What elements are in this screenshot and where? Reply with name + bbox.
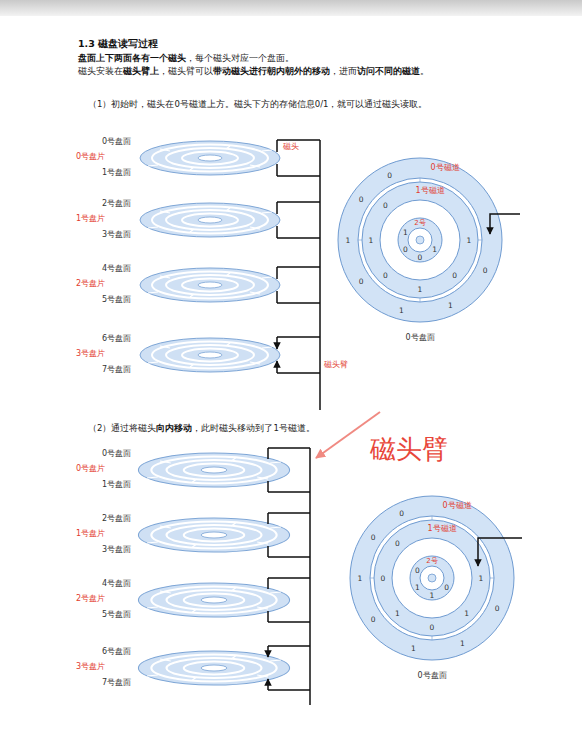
bit-value: 0 [381,574,386,583]
platter-label: 3号盘片 [76,349,105,359]
platter-label: 0号盘片 [76,464,105,474]
track-label: 0号磁道 [430,163,459,173]
track-label: 2号 [414,219,425,227]
bit-value: 0 [359,277,364,286]
bit-value: 1 [415,582,420,591]
bit-value: 0 [399,508,404,517]
platter-label: 1号盘片 [76,529,105,539]
bold-run: 向内移动 [156,423,192,433]
platter-label: 3号盘片 [76,662,105,672]
surface-label: 7号盘面 [102,678,131,688]
bit-value: 0 [383,201,388,210]
surface-label: 5号盘面 [102,610,131,620]
text-line: 磁头安装在磁头臂上，磁头臂可以带动磁头进行朝内朝外的移动，进而访问不同的磁道。 [78,66,429,76]
surface-label: 3号盘面 [102,230,131,240]
bold-run: 带动磁头进行朝内朝外的移动 [213,66,330,76]
platter-label: 1号盘片 [76,214,105,224]
bit-value: 0 [387,170,392,179]
text-line: （2）通过将磁头向内移动，此时磁头移动到了1号磁道。 [88,423,315,433]
bit-value: 1 [358,574,363,583]
bit-value: 0 [415,565,420,574]
surface-label: 5号盘面 [102,295,131,305]
bit-value: 1 [418,285,423,294]
bit-value: 1 [346,236,351,245]
bit-value: 1 [448,301,453,310]
bit-value: 0 [371,615,376,624]
surface-label: 7号盘面 [102,365,131,375]
bit-value: 1 [399,305,404,314]
bit-value: 1 [369,236,374,245]
bit-value: 1 [467,236,472,245]
track-label: 2号 [426,557,437,565]
top-band [0,0,582,16]
text-run: 磁头安装在 [78,66,123,76]
bit-value: 1 [432,244,437,253]
bit-value: 0 [383,270,388,279]
bit-value: 0 [483,266,488,275]
track-label: 0号磁道 [442,501,471,511]
text-run: ，磁头臂可以 [159,66,213,76]
disk-caption: 0号盘面 [417,671,446,681]
text-run: 。 [420,66,429,76]
head-label: 磁头 [283,142,299,152]
surface-label: 6号盘面 [102,334,131,344]
text-line: 盘面上下两面各有一个磁头，每个磁头对应一个盘面。 [78,53,294,63]
bit-value: 0 [359,194,364,203]
bit-value: 0 [430,623,435,632]
surface-label: 3号盘面 [102,545,131,555]
surface-label: 2号盘面 [102,199,131,209]
disk-caption: 0号盘面 [405,333,434,343]
bit-value: 0 [395,539,400,548]
step-text: （1）初始时，磁头在0号磁道上方。磁头下方的存储信息0/1，就可以通过磁头读取。 [88,99,428,109]
bit-value: 0 [403,244,408,253]
arm-label: 磁头臂 [324,360,348,370]
platter-label: 0号盘片 [76,152,105,162]
bit-value: 1 [460,639,465,648]
bit-value: 1 [395,608,400,617]
text-run: ，此时磁头移动到了1号磁道。 [192,423,314,433]
track-label: 1号磁道 [415,186,444,196]
surface-label: 0号盘面 [102,449,131,459]
track-label: 1号磁道 [427,524,456,534]
surface-label: 4号盘面 [102,579,131,589]
bold-run: 磁头臂上 [123,66,159,76]
platter-label: 2号盘片 [76,279,105,289]
page-title: 1.3 磁盘读写过程 [78,38,158,49]
bit-value: 1 [430,591,435,600]
surface-label: 6号盘面 [102,647,131,657]
text-run: ，每个磁头对应一个盘面。 [186,53,294,63]
bold-run: 访问不同的磁道 [357,66,420,76]
bit-value: 0 [418,253,423,262]
bit-value: 0 [444,582,449,591]
platter-label: 2号盘片 [76,594,105,604]
surface-label: 1号盘面 [102,168,131,178]
surface-label: 2号盘面 [102,514,131,524]
bold-run: 盘面上下两面各有一个磁头 [78,53,186,63]
bit-value: 0 [371,532,376,541]
bit-value: 0 [452,270,457,279]
bit-value: 1 [411,643,416,652]
arm-callout: 磁头臂 [370,434,448,465]
surface-label: 1号盘面 [102,480,131,490]
surface-label: 4号盘面 [102,264,131,274]
bit-value: 1 [403,227,408,236]
bit-value: 0 [495,604,500,613]
surface-label: 0号盘面 [102,137,131,147]
text-run: ，进而 [330,66,357,76]
bit-value: 1 [479,574,484,583]
bit-value: 1 [464,608,469,617]
text-run: （2）通过将磁头 [88,423,156,433]
